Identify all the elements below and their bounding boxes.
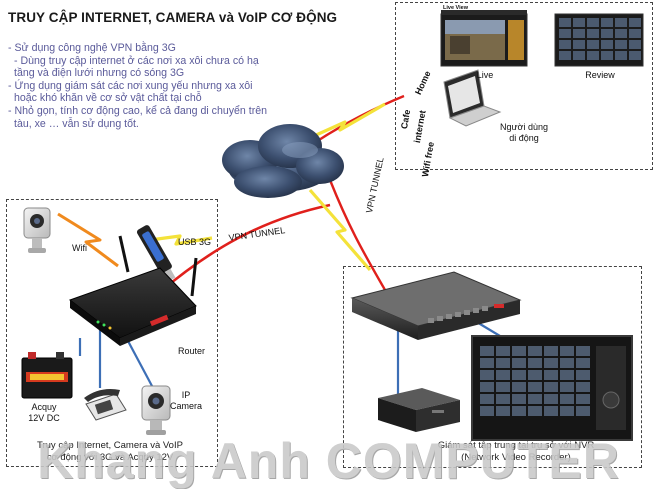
feature-item: - Nhỏ gọn, tính cơ động cao, kể cả đang … [8,104,268,117]
router-label: Router [178,346,206,356]
wifi-label: Wifi [72,243,87,253]
feature-list: - Sử dụng công nghệ VPN bằng 3G - Dùng t… [8,42,283,130]
vpn-server-icon [350,271,522,340]
battery-label-line1: Acquy [31,402,57,412]
battery-label: Acquy 12V DC [22,402,66,424]
watermark-text: Khang Anh COMPUTER [37,433,620,489]
lightning-to-home [304,102,386,142]
wifi-ip-camera-icon [23,207,51,253]
ip-camera-label-line2: Camera [169,401,202,411]
3g-router-icon [68,235,198,346]
hq-caption: Giám sát tập trung tại trụ sở với NVR (N… [432,440,600,464]
field-caption-line1: Truy cập Internet, Camera và VoIP [37,440,183,451]
review-monitor-icon [554,13,644,67]
live-monitor-icon [440,10,528,67]
feature-item: - Dùng truy cập internet ở các nơi xa xô… [14,54,259,67]
battery-label-line2: 12V DC [28,413,60,423]
review-label: Review [585,70,615,80]
mobile-user-label-line2: di động [509,133,539,143]
usb-3g-modem-icon [136,225,176,282]
live-view-header: Live View [443,5,468,11]
feature-item: hoặc khó khăn về cơ sở vật chất tại chỗ [14,92,202,105]
vpn-tunnel-left-line [159,203,331,293]
usb-3g-label: USB 3G [178,237,212,247]
feature-item: - Sử dụng công nghệ VPN bằng 3G [8,42,176,54]
field-caption: Truy cập Internet, Camera và VoIP cơ độn… [30,440,190,464]
mobile-user-label-line1: Người dùng [500,122,548,132]
lightning-to-router [149,234,213,246]
ip-phone-icon [84,389,127,421]
hq-caption-line2: (Network Video Recorder) [461,452,571,463]
ip-camera-label-line1: IP [181,390,191,400]
wifi-signal-icon [57,212,119,268]
feature-item: - Ứng dụng giám sát các nơi xung yếu như… [8,79,253,92]
hq-caption-line1: Giám sát tập trung tại trụ sở với NVR [437,440,595,451]
mobile-access-box [395,2,653,170]
nvr-recorder-icon [378,388,460,432]
mobile-user-label: Người dùng di động [494,122,554,144]
ip-camera-icon [141,385,171,435]
headquarters-box [343,266,642,468]
diagram-title: TRUY CẬP INTERNET, CAMERA và VoIP CƠ ĐỘN… [8,10,338,25]
lightning-to-nvr [308,188,372,272]
live-label: Live [476,70,494,80]
feature-item: tầng và điện lưới nhưng có sóng 3G [14,67,185,80]
hq-monitor-icon [471,335,633,441]
field-site-box [6,199,218,467]
internet-cloud-icon [222,124,344,198]
field-caption-line2: cơ động với 3G và Acquy 12V [46,452,174,463]
battery-12v-icon [21,352,73,399]
vpn-tunnel-right-line [328,179,387,291]
ip-camera-label: IP Camera [166,390,206,412]
feature-item: tàu, xe … vẫn sử dụng tốt. [14,117,139,130]
laptop-icon [443,69,502,127]
